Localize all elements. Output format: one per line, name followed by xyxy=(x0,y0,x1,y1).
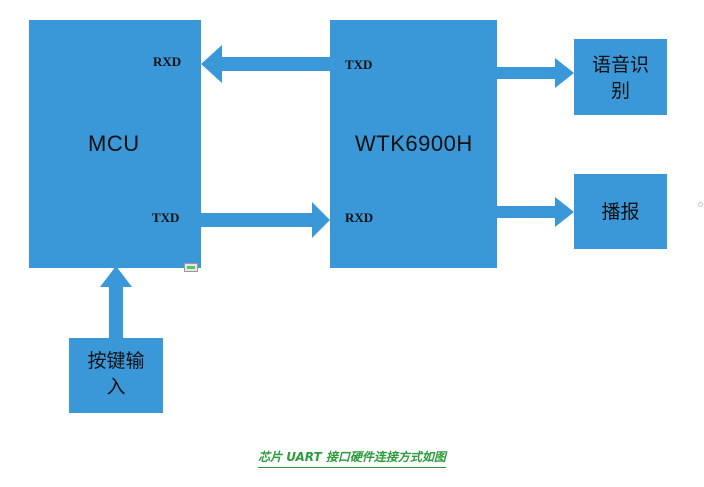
wtk6900h-label: WTK6900H xyxy=(355,131,473,156)
broadcast-block xyxy=(574,174,667,249)
resize-handle[interactable] xyxy=(184,263,198,272)
wtk-txd-pin-label: TXD xyxy=(345,57,373,72)
wtk6900h-block xyxy=(330,20,497,268)
arrow-wtk-to-speech xyxy=(497,58,574,88)
edge-marker xyxy=(698,202,703,207)
arrow-wtk-to-broadcast xyxy=(497,197,574,227)
figure-caption-text: 芯片 UART 接口硬件连接方式如图 xyxy=(258,448,446,468)
mcu-rxd-pin-label: RXD xyxy=(153,54,182,69)
key-input-block xyxy=(69,338,163,413)
arrow-mcu-txd-to-wtk-rxd xyxy=(201,202,330,238)
arrow-keys-to-mcu xyxy=(100,266,132,338)
key-input-label-line1: 按键输 xyxy=(87,350,145,372)
key-input-label-line2: 入 xyxy=(106,376,126,398)
mcu-label: MCU xyxy=(88,131,140,156)
speech-recognition-label-line1: 语音识 xyxy=(591,54,649,76)
mcu-block xyxy=(29,20,201,268)
broadcast-label: 播报 xyxy=(601,201,640,223)
arrow-wtk-txd-to-mcu-rxd xyxy=(201,45,330,83)
speech-recognition-label-line2: 别 xyxy=(610,80,630,102)
speech-recognition-block xyxy=(574,39,667,115)
figure-caption: 芯片 UART 接口硬件连接方式如图 xyxy=(0,448,704,468)
wtk-rxd-pin-label: RXD xyxy=(345,210,374,225)
mcu-txd-pin-label: TXD xyxy=(152,210,180,225)
